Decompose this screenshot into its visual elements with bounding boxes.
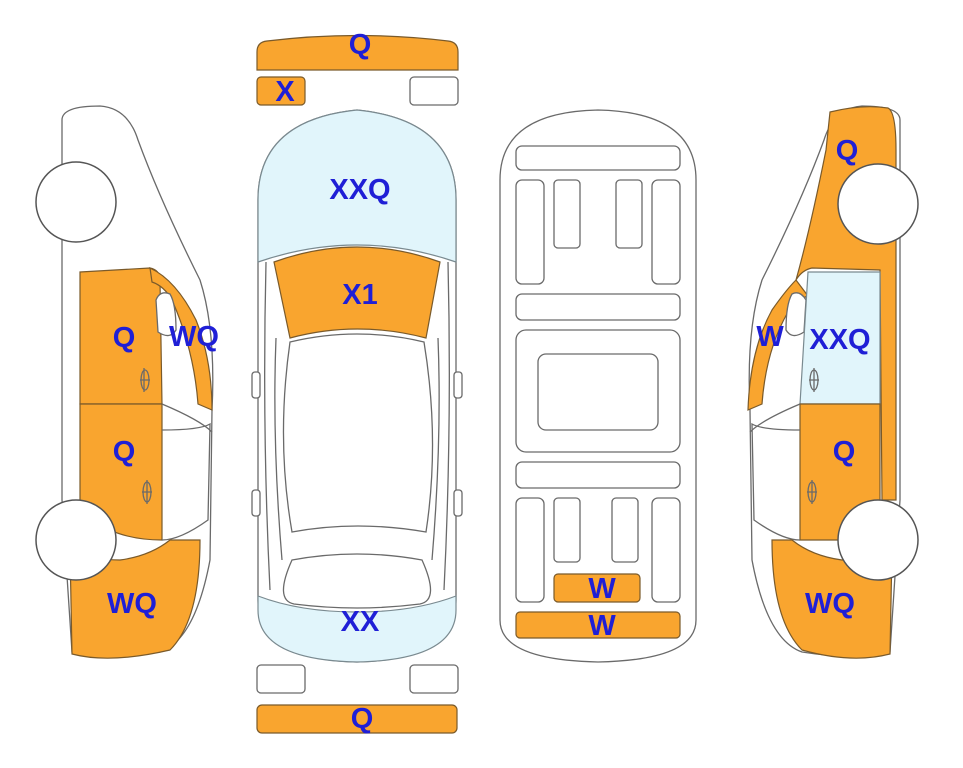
underbody-rail-fr — [651, 179, 681, 285]
right-front-wheel — [837, 163, 919, 245]
left-rear-handle — [142, 480, 152, 504]
underbody-rail-fl — [515, 179, 545, 285]
right-front-fender-label: Q — [836, 135, 859, 167]
right-mirror-label: W — [756, 321, 784, 353]
front-bumper-panel[interactable] — [256, 34, 459, 71]
front-bumper-group: Q X — [256, 29, 459, 108]
right-mirror-shape — [785, 292, 807, 337]
left-front-handle — [140, 368, 150, 392]
top-view-car: XXQ X1 XX — [251, 109, 463, 663]
underbody-crossmember-2 — [515, 461, 681, 489]
left-side-car: Q WQ Q WQ — [35, 105, 219, 659]
right-front-window-label: XXQ — [809, 324, 870, 356]
underbody-rail-fr2 — [615, 179, 643, 249]
underbody-lower-label: W — [588, 610, 616, 642]
door-line-left — [274, 337, 283, 561]
rear-bumper-panel[interactable] — [256, 704, 458, 734]
right-rear-handle — [807, 480, 817, 504]
cabin-outline — [282, 333, 434, 533]
underbody-center-panel — [537, 353, 659, 431]
rear-glass-label: XX — [341, 606, 380, 638]
underbody-upper-label: W — [588, 573, 616, 605]
right-rear-wheel — [837, 499, 919, 581]
right-front-handle — [809, 368, 819, 392]
underbody-front-bar — [515, 145, 681, 171]
windshield-label: XXQ — [329, 174, 390, 206]
top-left-mirror — [251, 371, 261, 399]
underbody-rail-fl2 — [553, 179, 581, 249]
underbody-rail-rr — [651, 497, 681, 603]
rear-right-lamp-panel[interactable] — [409, 664, 459, 694]
rear-left-lamp-panel[interactable] — [256, 664, 306, 694]
roof-line-right — [443, 261, 450, 591]
left-front-handle-ring — [140, 369, 150, 391]
top-right-mirror — [453, 371, 463, 399]
left-front-wheel — [35, 161, 117, 243]
rear-bumper-group: Q — [256, 664, 459, 735]
right-window-lower — [751, 422, 801, 541]
right-rear-quarter-label: WQ — [805, 588, 855, 620]
underbody-rail-rl — [515, 497, 545, 603]
left-a-pillar-label: WQ — [169, 321, 219, 353]
right-side-car: Q W XXQ Q WQ — [747, 105, 919, 659]
hood-label: X1 — [342, 279, 377, 311]
front-left-lamp-panel[interactable] — [256, 76, 306, 106]
left-rear-quarter-label: WQ — [107, 588, 157, 620]
underbody-rail-rl2 — [553, 497, 581, 563]
windshield-panel[interactable] — [257, 109, 457, 263]
front-right-lamp-panel[interactable] — [409, 76, 459, 106]
right-rear-door-label: Q — [833, 436, 856, 468]
top-right-handle — [453, 489, 463, 517]
underbody-lower-panel[interactable] — [515, 611, 681, 639]
left-mirror-shape — [155, 292, 177, 337]
trunk-line — [282, 553, 432, 609]
underbody-rail-rr2 — [611, 497, 639, 563]
rear-glass-panel[interactable] — [257, 595, 457, 663]
left-rear-door-label: Q — [113, 436, 136, 468]
door-line-right — [431, 337, 440, 561]
top-left-handle — [251, 489, 261, 517]
underbody-crossmember-1 — [515, 293, 681, 321]
underbody-view: W W — [499, 109, 697, 663]
rear-bumper-label: Q — [351, 703, 374, 735]
front-bumper-label: Q — [349, 29, 372, 61]
hood-panel[interactable] — [273, 246, 441, 339]
underbody-upper-panel[interactable] — [553, 573, 641, 603]
left-rear-wheel — [35, 499, 117, 581]
left-window-lower — [161, 422, 211, 541]
front-left-lamp-label: X — [275, 76, 295, 108]
roof-line-left — [264, 261, 271, 591]
left-front-door-label: Q — [113, 322, 136, 354]
